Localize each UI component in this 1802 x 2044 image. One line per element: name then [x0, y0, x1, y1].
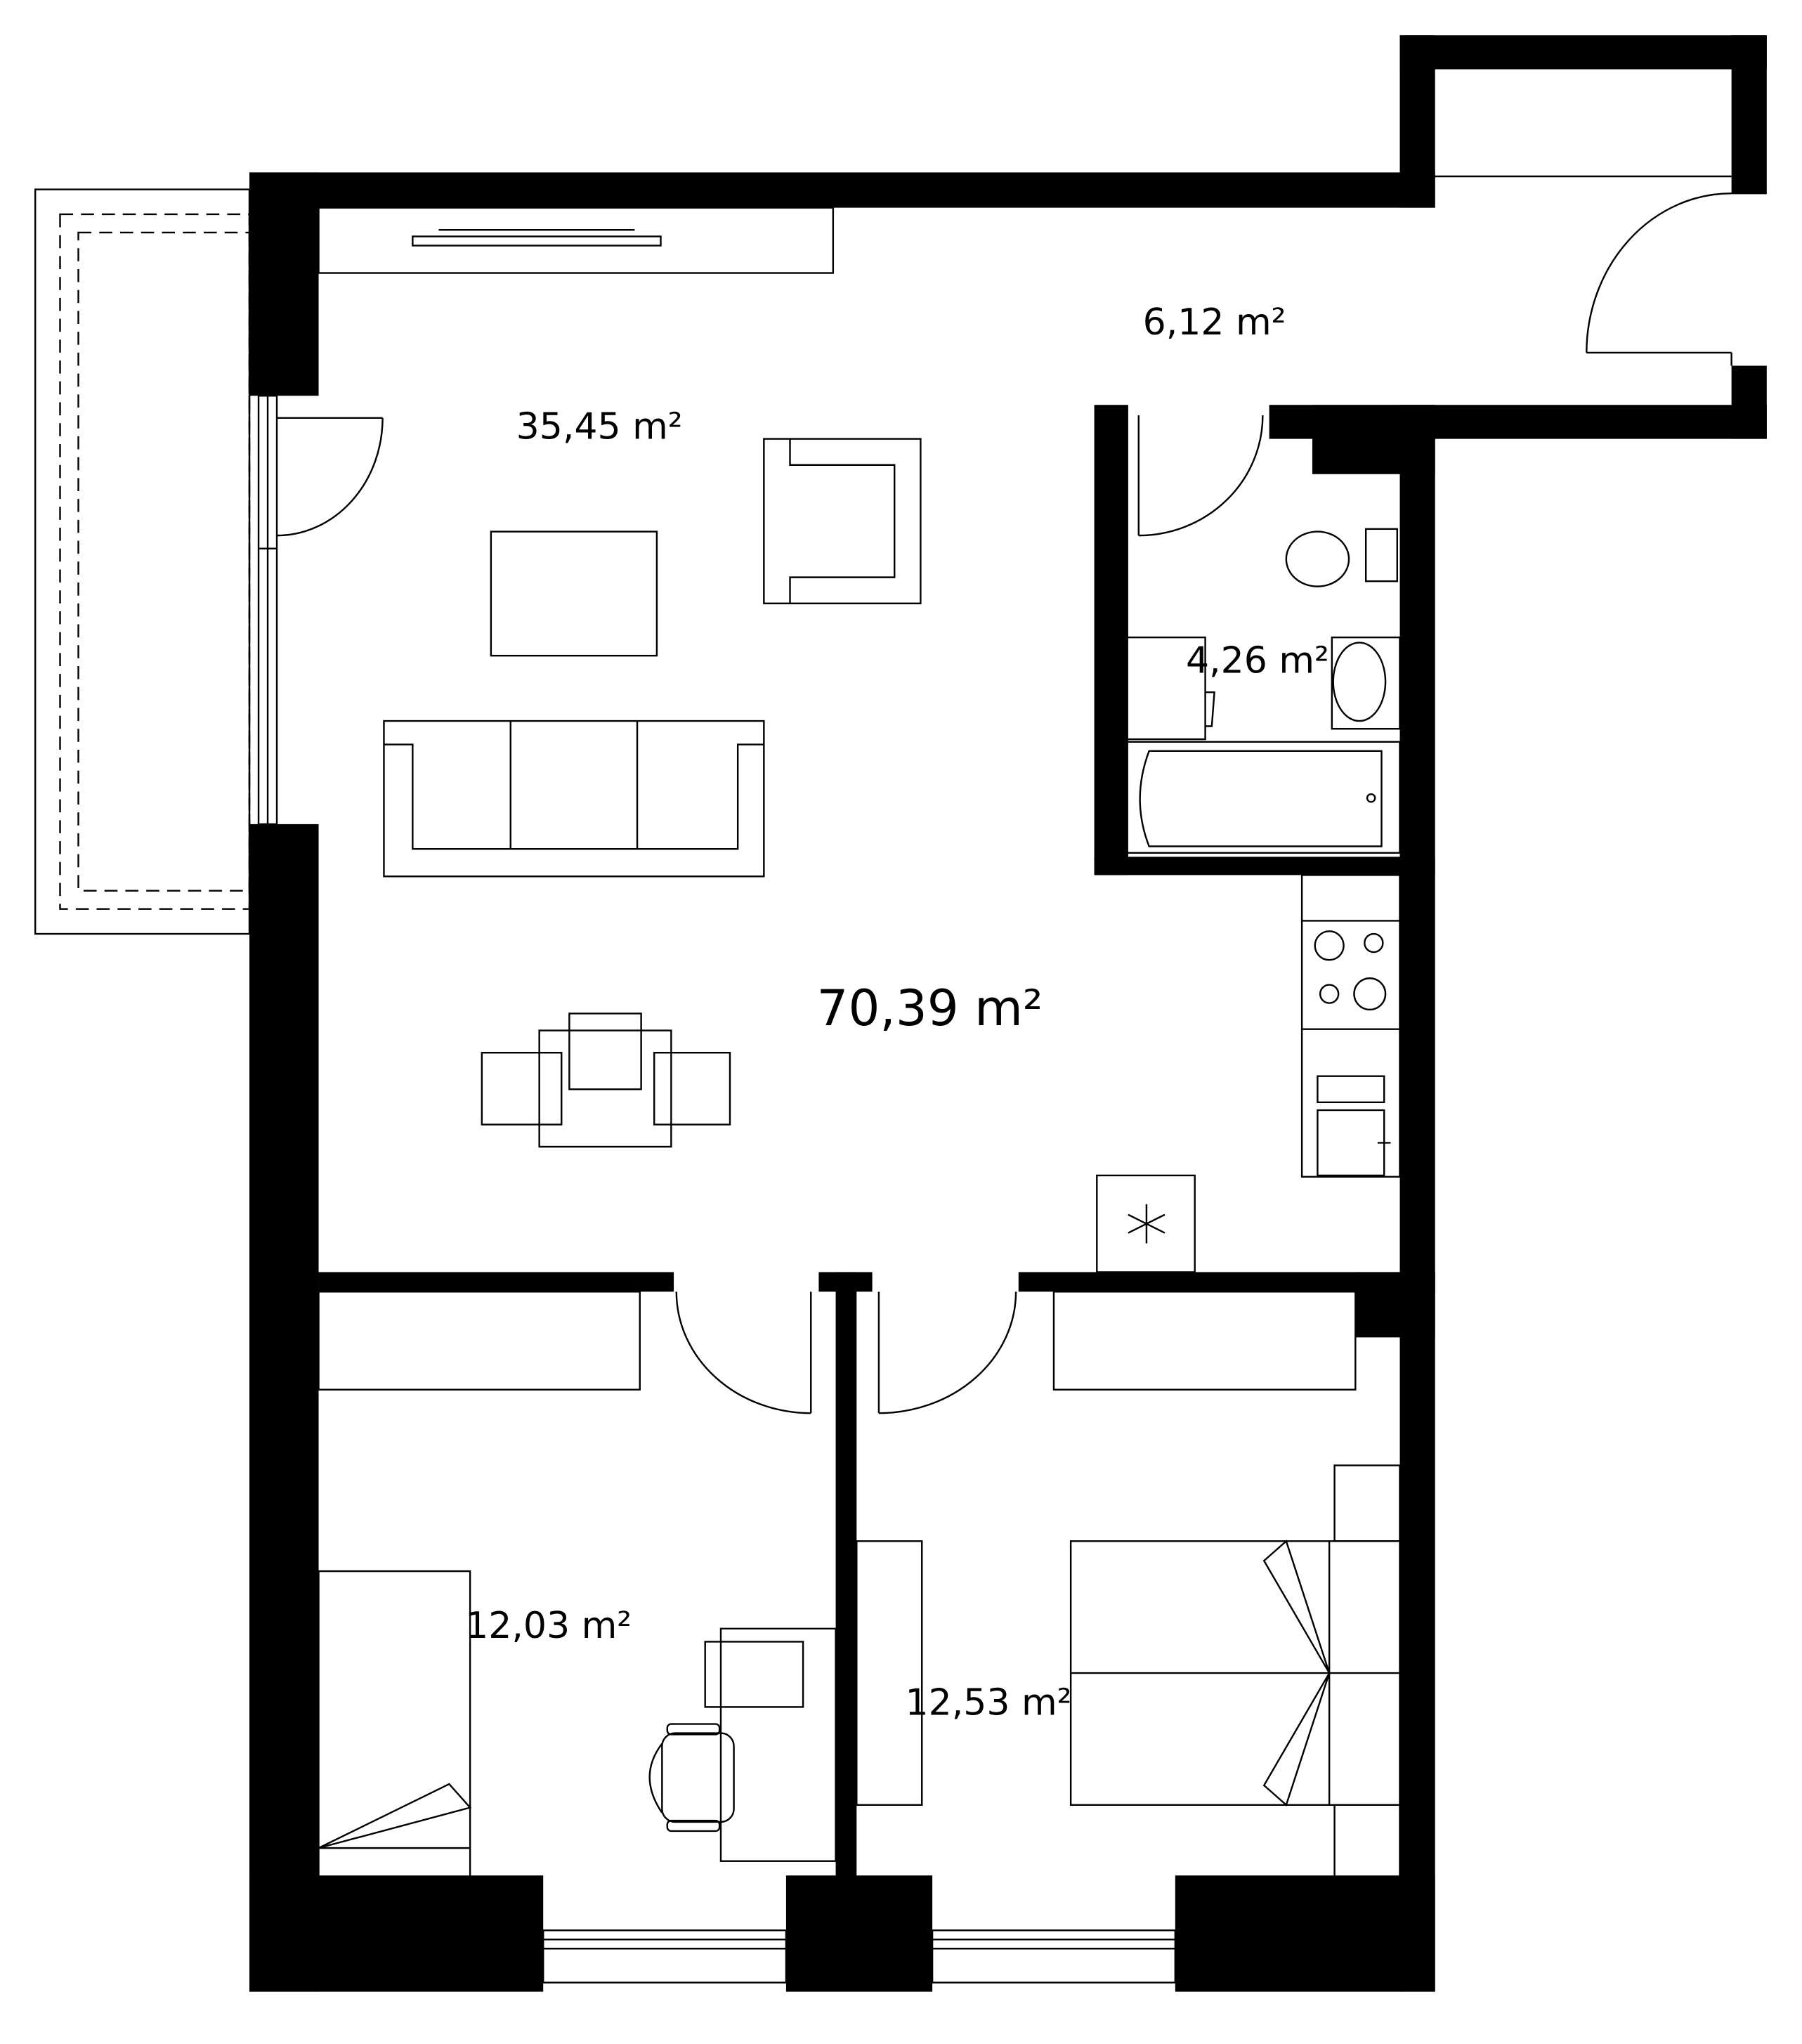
bedroom-right-area-label: 12,53 m² — [906, 1682, 1072, 1724]
wall-right — [1399, 405, 1435, 1992]
tv-cabinet — [318, 207, 835, 274]
cooktop-burner — [1364, 932, 1384, 953]
bedroom-right-furniture — [856, 1291, 1401, 1882]
wall-top — [249, 172, 1435, 208]
nightstand-bottom — [1333, 1804, 1401, 1882]
wardrobe-left — [318, 1291, 641, 1391]
balcony-door-swing — [277, 417, 384, 537]
bed-duvet-fold-bottom — [1262, 1672, 1331, 1807]
wall-entrance-right-upper — [1731, 35, 1767, 194]
bedroom-left-area-label: 12,03 m² — [465, 1605, 632, 1647]
wall-partition — [835, 1272, 857, 1880]
balcony-railing-inner — [77, 231, 251, 892]
sink — [1317, 1109, 1385, 1177]
dining-chair-right — [653, 1051, 731, 1126]
bathtub — [1115, 741, 1401, 854]
wall-left-upper — [249, 172, 319, 396]
wall-bedroom-left-top — [318, 1272, 674, 1292]
dresser — [856, 1540, 923, 1806]
bedroom-left-door-swing — [675, 1291, 811, 1414]
single-bed — [318, 1570, 471, 1884]
window-bedroom-left — [542, 1929, 788, 1984]
office-chair — [661, 1732, 735, 1823]
bathroom-area-label: 4,26 m² — [1186, 639, 1329, 682]
window-bedroom-right — [931, 1929, 1177, 1984]
hall-area-label: 6,12 m² — [1143, 301, 1286, 344]
sofa — [383, 720, 765, 878]
wardrobe-right — [1052, 1291, 1357, 1391]
balcony-railing — [59, 213, 251, 910]
kitchen — [1096, 874, 1401, 1273]
cooktop-burner — [1319, 984, 1340, 1004]
sink-drainboard — [1317, 1075, 1385, 1104]
room-labels: 70,39 m² 35,45 m² 6,12 m² 4,26 m² 12,03 … — [465, 301, 1329, 1724]
wall-bathroom-left — [1094, 405, 1128, 875]
fridge — [1096, 1174, 1196, 1273]
wall-bottom-left — [249, 1875, 544, 1992]
total-area-label: 70,39 m² — [817, 979, 1043, 1037]
toilet-tank — [1364, 528, 1399, 582]
cooktop-burner — [1353, 977, 1387, 1011]
balcony-outline — [34, 188, 251, 935]
armchair — [763, 438, 922, 604]
entrance-door-swing — [1586, 192, 1732, 353]
desk — [719, 1627, 837, 1862]
wall-left-lower — [249, 824, 319, 1992]
wall-bottom-right — [1175, 1875, 1435, 1992]
bed-duvet-fold — [318, 1783, 472, 1849]
wall-bathroom-bottom — [1094, 857, 1435, 875]
wall-bedroom-right-block — [1355, 1272, 1435, 1338]
dining-table — [538, 1029, 672, 1148]
bedroom-left-furniture — [318, 1291, 837, 1884]
tv — [412, 235, 662, 247]
living-room-furniture — [318, 207, 922, 1148]
bedroom-right-door-swing — [878, 1291, 1017, 1414]
balcony — [34, 188, 251, 935]
bathroom-door-swing — [1138, 415, 1264, 537]
bed-duvet-fold-top — [1262, 1539, 1331, 1674]
bathroom — [1115, 528, 1401, 854]
wall-entrance-top — [1399, 35, 1767, 70]
cooktop-burner — [1314, 930, 1345, 961]
toilet-bowl — [1285, 530, 1350, 587]
openings — [257, 175, 1767, 1984]
washbasin — [1331, 636, 1401, 730]
washing-machine — [1115, 636, 1206, 741]
desk-monitor — [704, 1641, 804, 1708]
wall-bottom-middle — [785, 1875, 933, 1992]
kitchen-counter — [1300, 874, 1401, 1178]
wall-entrance-left — [1399, 35, 1435, 208]
living-room-area-label: 35,45 m² — [516, 406, 683, 448]
walls — [249, 35, 1767, 1992]
dining-chair-left — [481, 1051, 563, 1126]
coffee-table — [490, 530, 658, 657]
nightstand-top — [1333, 1464, 1401, 1542]
dining-chair-top — [568, 1013, 642, 1091]
